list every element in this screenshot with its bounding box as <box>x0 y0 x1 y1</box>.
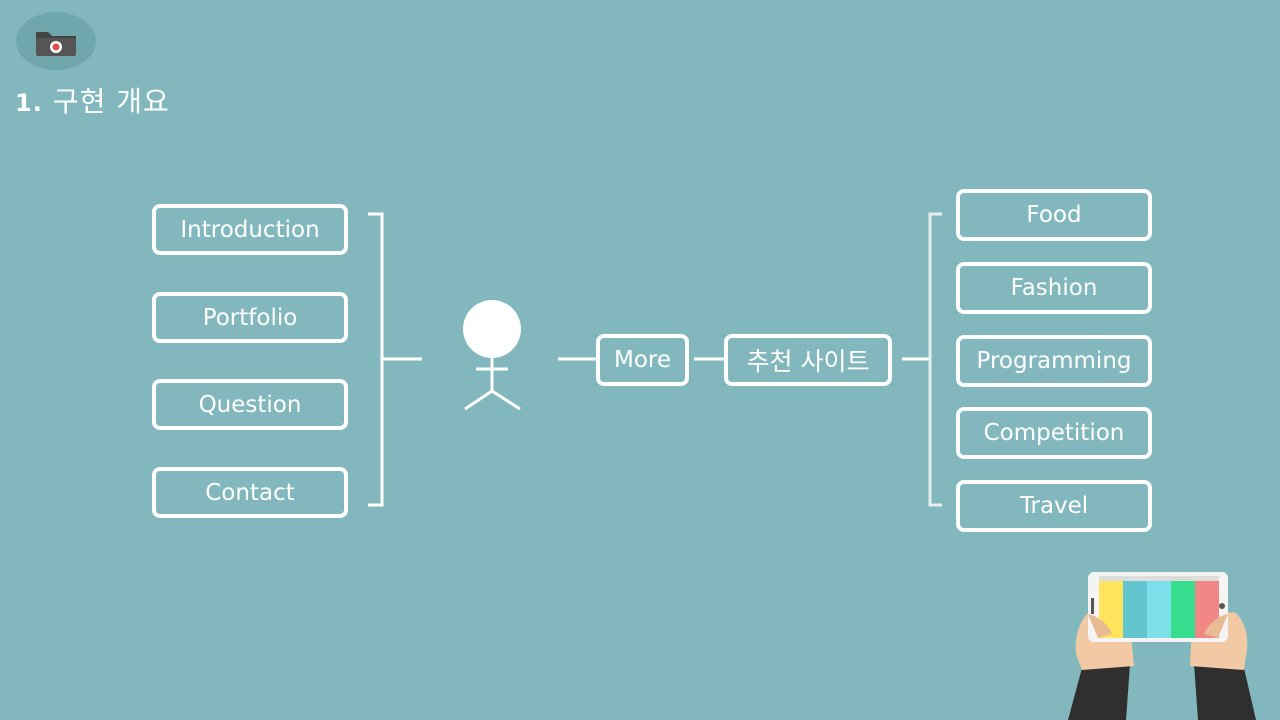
section-title: 구현 개요 <box>52 85 170 118</box>
travel-box: Travel <box>956 480 1152 532</box>
programming-box: Programming <box>956 335 1152 387</box>
contact-box: Contact <box>152 467 348 518</box>
tablet-column-teal <box>1123 581 1147 638</box>
fashion-box: Fashion <box>956 262 1152 314</box>
question-box: Question <box>152 379 348 430</box>
recommend-sites-box: 추천 사이트 <box>724 334 892 386</box>
right-bracket <box>928 212 942 507</box>
competition-box: Competition <box>956 407 1152 459</box>
tablet-column-cyan <box>1147 581 1171 638</box>
more-box: More <box>596 334 689 386</box>
tablet-column-green <box>1171 581 1195 638</box>
food-box: Food <box>956 189 1152 241</box>
introduction-box: Introduction <box>152 204 348 255</box>
folder-logo-icon <box>16 12 96 70</box>
hands-holding-tablet-icon <box>1068 572 1256 720</box>
portfolio-box: Portfolio <box>152 292 348 343</box>
page-title: 1. 구현 개요 <box>15 80 170 120</box>
left-bracket <box>368 212 384 507</box>
stick-figure-icon <box>463 300 521 411</box>
section-number: 1. <box>15 89 43 117</box>
